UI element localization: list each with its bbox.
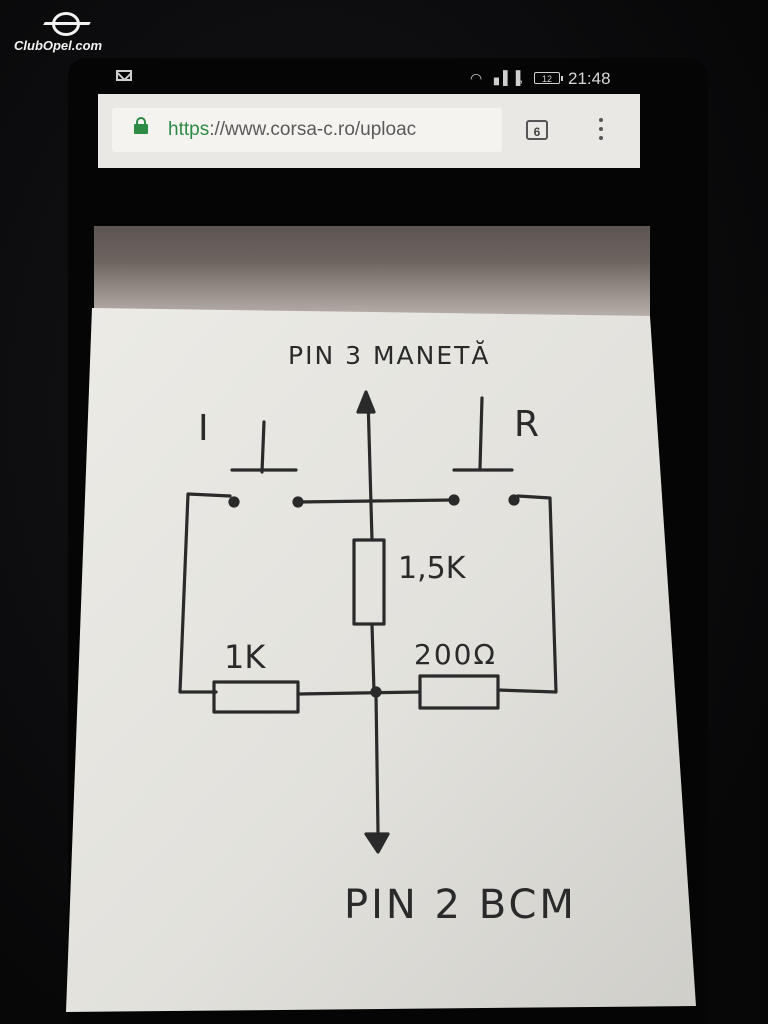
resistor-center [352,538,386,626]
url-text[interactable]: https://www.corsa-c.ro/uploac [168,119,493,141]
switch-right-contact-b [508,494,520,506]
label-r-left: 1K [224,638,266,676]
switch-left-contact-b [292,496,304,508]
arrow-up-icon [356,390,376,414]
wifi-icon: ◠ [470,70,483,86]
url-host-path: ://www.corsa-c.ro/uploac [209,119,417,140]
battery-icon: 12 [534,72,563,84]
switch-right-actuator [452,396,514,472]
paper-sheet [66,308,696,1012]
status-clock: 21:48 [568,69,611,88]
watermark-logo: ClubOpel.com [14,10,124,56]
label-r-center: 1,5K [398,551,467,586]
label-pin2: PIN 2 BCM [344,882,577,928]
wire-left-loop [178,492,232,694]
lock-icon [134,117,148,134]
switch-right-contact-a [448,494,460,506]
schematic-labels: PIN 3 MANETĂ I R 1,5K 1K 200Ω PIN 2 BCM [198,340,577,928]
tab-switcher-button[interactable]: 6 [526,120,548,140]
watermark-text: ClubOpel.com [14,38,103,53]
signal-icon: ▖▌▐, [494,70,523,85]
resistor-left [212,680,300,714]
wire-bottom [296,690,422,696]
url-scheme: https [168,119,210,140]
wire-top-horizontal [296,498,454,504]
overflow-menu-icon[interactable] [598,118,604,144]
status-bar: ◠ ▖▌▐, 12 21:48 [98,64,638,92]
wire-down [374,692,380,834]
arrow-down-icon [364,832,390,854]
circuit-drawing [178,390,558,854]
wire-top [366,396,374,542]
mail-notification-icon [116,70,132,81]
photo-top-strip [94,226,650,316]
label-r-right: 200Ω [414,638,497,671]
switch-left-actuator [230,420,298,474]
label-switch-i: I [198,408,209,449]
label-switch-r: R [514,404,539,445]
wire-center [370,622,376,694]
wire-right-loop [496,494,558,694]
switch-left-contact-a [228,496,240,508]
browser-toolbar: https://www.corsa-c.ro/uploac 6 [98,94,640,168]
label-pin3: PIN 3 MANETĂ [288,340,491,370]
address-bar[interactable]: https://www.corsa-c.ro/uploac [112,108,502,152]
